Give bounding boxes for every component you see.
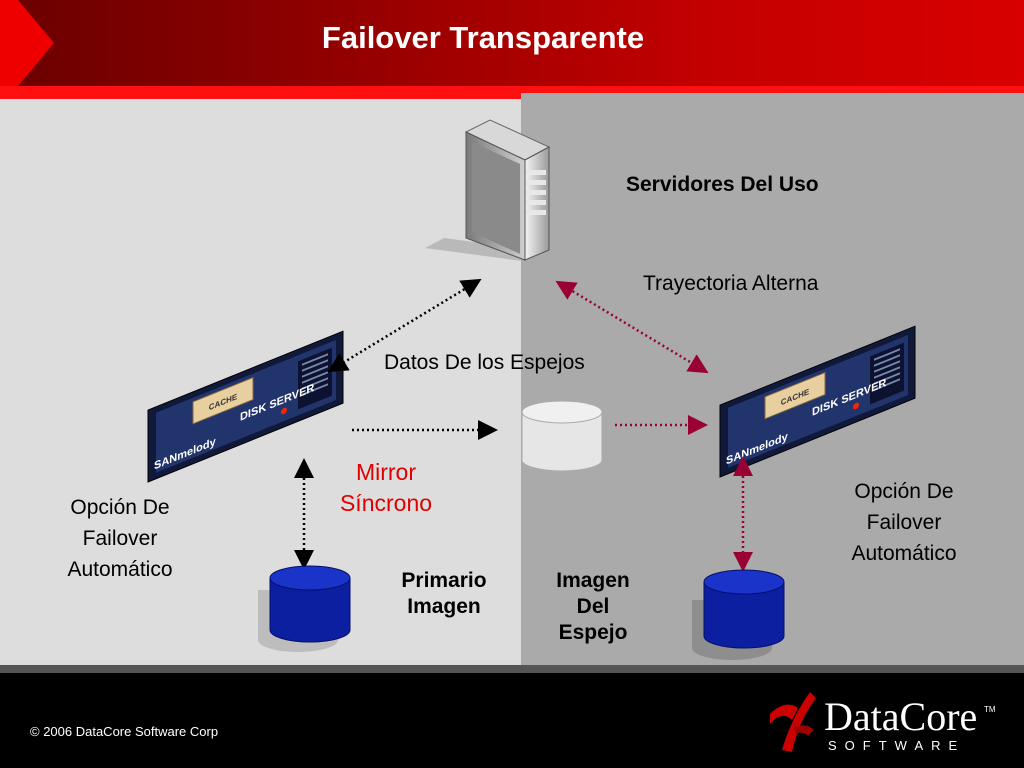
disk-server-right: CACHE DISK SERVER SANmelody	[719, 325, 916, 478]
mirror-image-label: Imagen Del Espejo	[556, 569, 630, 644]
status-led-icon	[853, 402, 859, 410]
alternate-path-arrow	[555, 280, 709, 374]
status-led-icon	[281, 407, 287, 415]
datacore-logo: DataCore TM SOFTWARE	[770, 692, 996, 753]
path-server-to-left-disk	[327, 278, 482, 373]
copyright-text: © 2006 DataCore Software Corp	[30, 724, 219, 739]
servers-label: Servidores Del Uso	[626, 173, 819, 196]
logo-trademark: TM	[984, 705, 996, 714]
disk-server-left: CACHE DISK SERVER SANmelody	[147, 330, 344, 483]
mirror-disk-icon	[692, 569, 785, 660]
footer-separator	[0, 665, 1024, 673]
header-bar: Failover Transparente	[0, 0, 1024, 86]
primary-disk-icon	[258, 565, 351, 652]
remote-site-panel	[521, 93, 1024, 665]
mirror-data-label: Datos De los Espejos	[384, 351, 585, 374]
failover-option-left: Opción De Failover Automático	[67, 496, 173, 581]
cache-module-icon	[192, 376, 254, 425]
page-title: Failover Transparente	[321, 20, 645, 55]
logo-wordmark: DataCore	[824, 694, 977, 739]
footer-bar	[0, 673, 1024, 768]
mirror-data-cylinder-icon	[521, 400, 603, 472]
header-arrow-icon	[0, 0, 54, 86]
logo-subtitle: SOFTWARE	[828, 738, 965, 753]
primary-image-label: Primario Imagen	[401, 569, 487, 618]
cache-module-icon	[764, 371, 826, 420]
sync-mirror-label: Mirror Síncrono	[339, 459, 433, 516]
alternate-path-label: Trayectoria Alterna	[643, 272, 819, 295]
failover-option-right: Opción De Failover Automático	[851, 480, 957, 565]
application-server-icon	[425, 119, 551, 262]
datacore-logo-mark-icon	[770, 692, 816, 752]
